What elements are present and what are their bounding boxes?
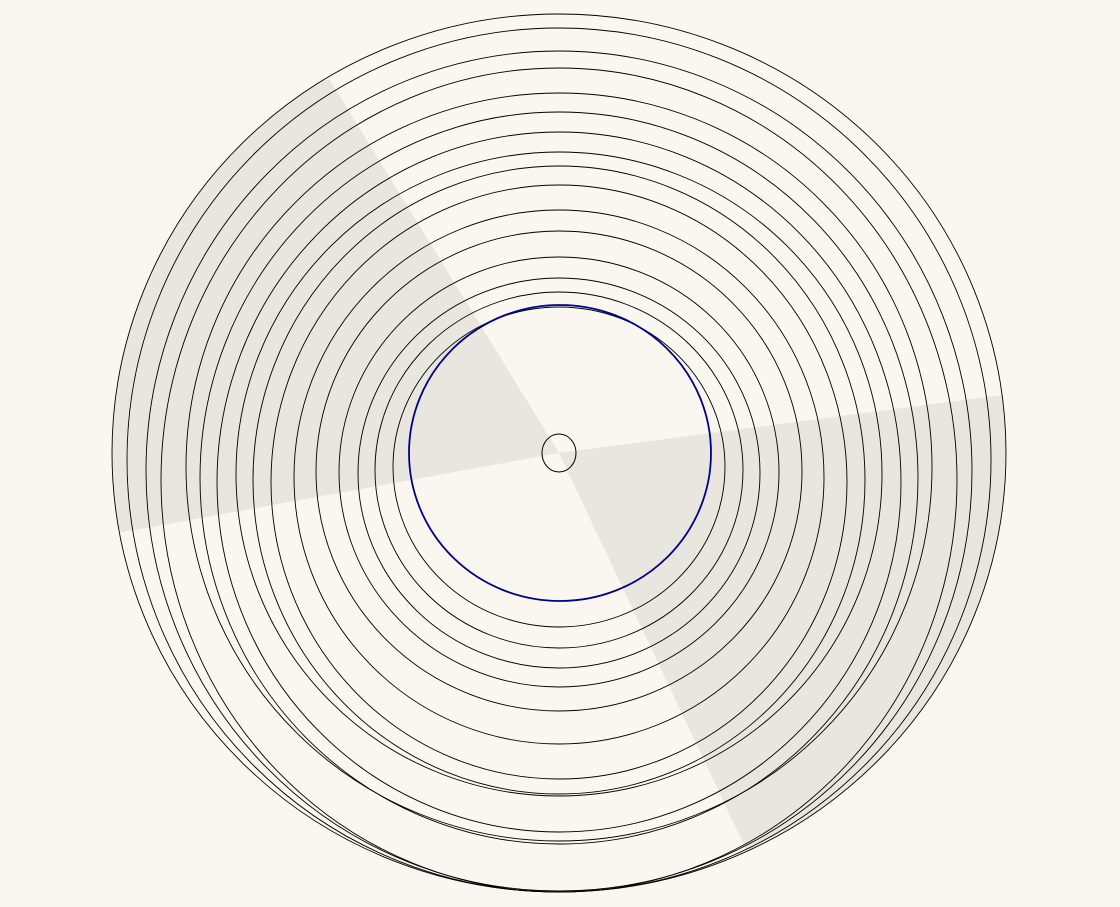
groove-ring (357, 277, 761, 669)
groove-ring (185, 92, 933, 842)
groove-ring (315, 230, 803, 712)
sheen-wedge-1 (112, 80, 559, 540)
groove-ring (216, 131, 902, 833)
record-label-ring-icon (408, 304, 712, 602)
groove-ring (199, 111, 919, 845)
groove-ring (160, 67, 958, 893)
light-reflection (112, 80, 1006, 892)
groove-ring (252, 165, 866, 795)
spindle-hole-icon (541, 433, 577, 473)
groove-ring (235, 151, 883, 797)
groove-ring (270, 184, 848, 780)
groove-ring (392, 306, 726, 628)
groove-ring (145, 50, 973, 892)
groove-ring (293, 209, 825, 745)
groove-ring (374, 291, 744, 649)
grooves (111, 13, 1007, 893)
groove-ring (338, 256, 780, 688)
